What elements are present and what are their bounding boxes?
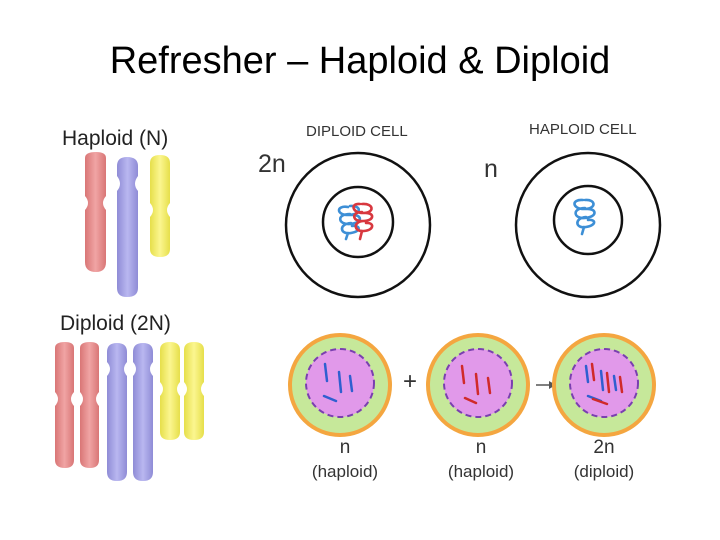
diploid-chromosomes — [55, 342, 204, 481]
cell2-type: (haploid) — [447, 462, 515, 481]
cell1-chromosomes — [322, 362, 354, 403]
diploid-cell-nucleus — [321, 185, 395, 259]
diploid-cell — [284, 151, 432, 299]
diploid-label: Diploid (2N) — [60, 312, 171, 335]
diploid-cell-membrane — [284, 151, 432, 299]
diploid-cell-title: DIPLOID CELL — [306, 123, 408, 140]
dna-coil-blue-single — [573, 198, 596, 236]
haploid-cell — [514, 151, 662, 299]
haploid-ploidy-label: n — [484, 155, 498, 183]
chromosome-yellow — [150, 155, 170, 257]
dna-coil-red — [352, 202, 374, 241]
chromosome-red-2 — [80, 342, 99, 468]
cell2-chromosomes — [460, 364, 492, 405]
cell1-ploidy: n — [339, 437, 351, 458]
cell3-type: (diploid) — [573, 462, 635, 481]
fertilization-cell-2 — [426, 333, 530, 437]
cell1-type: (haploid) — [311, 462, 379, 481]
chromosome-purple — [117, 157, 138, 297]
slide-title: Refresher – Haploid & Diploid — [109, 40, 611, 82]
diploid-ploidy-label: 2n — [258, 150, 286, 178]
chromosome-red — [85, 152, 106, 272]
chromosome-red-1 — [55, 342, 74, 468]
haploid-cell-title: HAPLOID CELL — [529, 121, 637, 138]
haploid-cell-nucleus — [552, 184, 624, 256]
haploid-label: Haploid (N) — [62, 127, 169, 150]
haploid-cell-membrane — [514, 151, 662, 299]
plus-sign: + — [403, 368, 418, 395]
chromosome-purple-2 — [133, 343, 153, 481]
dna-coil-blue — [337, 204, 362, 241]
fertilization-cell-3 — [552, 333, 656, 437]
cell2-ploidy: n — [475, 437, 487, 458]
chromosome-yellow-2 — [184, 342, 204, 440]
chromosome-yellow-1 — [160, 342, 180, 440]
cell3-ploidy: 2n — [593, 437, 615, 458]
cell3-chromosomes — [584, 362, 624, 406]
fertilization-cell-1 — [288, 333, 392, 437]
haploid-chromosomes — [85, 152, 170, 297]
chromosome-purple-1 — [107, 343, 127, 481]
cell3-nucleus — [569, 348, 639, 418]
